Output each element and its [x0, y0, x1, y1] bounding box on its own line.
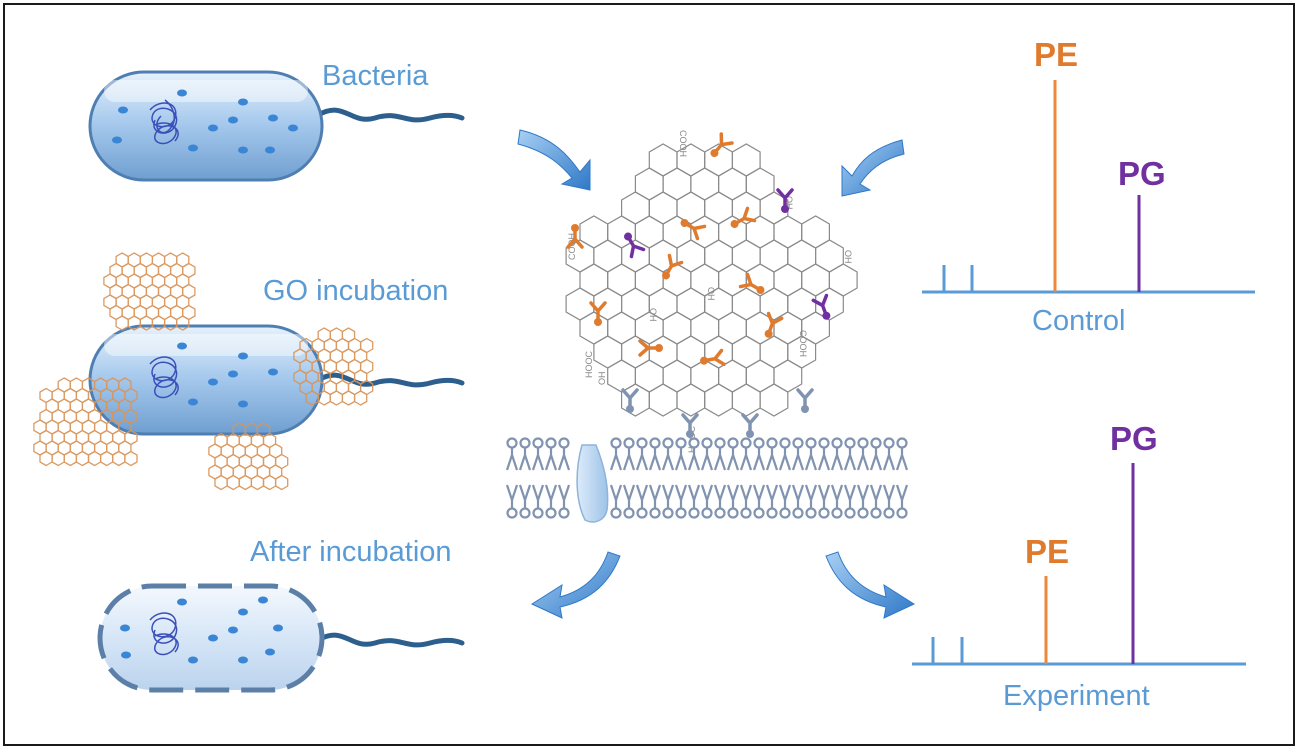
arrow-bacteria-to-go — [517, 129, 591, 191]
phospholipid — [624, 232, 646, 259]
graphene-oxide-structure — [565, 143, 858, 417]
bacteria-label: Bacteria — [322, 60, 429, 92]
phospholipid — [738, 272, 765, 294]
functional-group-labels: COOH COOH COOH HOOC HOOC OH OH OH OH OH — [567, 130, 853, 453]
flagellum — [315, 632, 465, 648]
arrow-to-experiment — [825, 551, 916, 619]
phospholipid — [710, 132, 734, 158]
pg-label-control: PG — [1118, 155, 1166, 192]
flagellum — [315, 107, 465, 123]
pg-label-experiment: PG — [1110, 420, 1158, 457]
arrow-to-after-incubation — [530, 551, 621, 619]
cooh-label: COOH — [567, 233, 577, 260]
phospholipid — [589, 301, 607, 326]
lipid-bilayer — [505, 437, 909, 519]
pe-label-control: PE — [1034, 36, 1079, 73]
oh-label: OH — [706, 287, 716, 301]
phospholipid — [621, 388, 639, 413]
control-label: Control — [1032, 305, 1126, 337]
experiment-spectrum — [912, 463, 1246, 666]
phospholipid — [638, 339, 663, 357]
phospholipid — [776, 188, 794, 213]
phospholipid — [741, 413, 759, 438]
phospholipid — [681, 413, 699, 438]
phospholipid — [730, 206, 757, 228]
dna-coil — [149, 99, 179, 145]
phospholipid — [764, 311, 784, 338]
bacterium-damaged — [97, 583, 465, 693]
oh-label: OH — [784, 196, 794, 210]
adsorbed-phospholipids — [566, 132, 831, 438]
oh-label: OH — [843, 250, 853, 264]
hooc-label: HOOC — [584, 350, 594, 378]
cooh-label: COOH — [678, 130, 688, 157]
bacterium-healthy — [88, 70, 465, 182]
membrane-protein — [576, 444, 609, 523]
phospholipid — [566, 224, 584, 249]
phospholipid — [662, 253, 684, 280]
oh-label: OH — [597, 372, 607, 386]
arrow-control-to-go — [841, 139, 905, 197]
phospholipid — [811, 293, 831, 320]
phospholipid — [796, 388, 814, 413]
cooh-label: COOH — [798, 330, 808, 357]
flagellum — [315, 372, 465, 388]
control-spectrum — [922, 80, 1255, 294]
experiment-label: Experiment — [1003, 680, 1150, 712]
bacterium-go-incubation — [33, 252, 465, 491]
oh-label: OH — [648, 308, 658, 322]
after-incubation-label: After incubation — [250, 536, 452, 568]
phospholipid — [680, 219, 707, 241]
graphene-oxide-sheets — [33, 252, 374, 491]
go-incubation-label: GO incubation — [263, 275, 449, 307]
phospholipid — [700, 348, 726, 367]
pe-label-experiment: PE — [1025, 533, 1070, 570]
ribosome-dots — [112, 89, 298, 154]
